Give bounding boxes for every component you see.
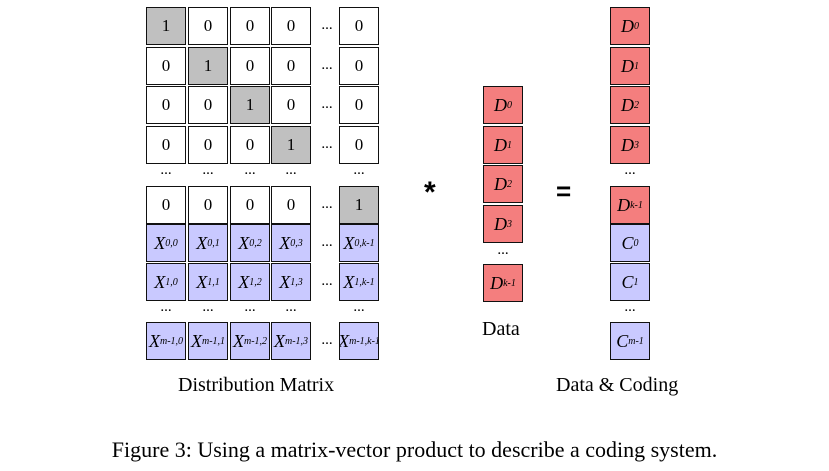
ellipsis: ... [353,299,365,315]
ellipsis: ... [624,162,636,178]
matrix-cell: 1 [146,7,186,45]
matrix-cell: 0 [146,47,186,85]
matrix-cell: 0 [146,186,186,224]
matrix-cell: 0 [188,186,228,224]
multiply-operator: * [424,176,436,209]
ellipsis: ... [321,57,333,73]
matrix-cell: 0 [339,86,379,124]
figure-caption: Figure 3: Using a matrix-vector product … [111,437,718,462]
matrix-cell: 0 [188,7,228,45]
matrix-cell: 0 [230,7,270,45]
matrix-cell: 0 [188,86,228,124]
matrix-cell: 0 [188,126,228,164]
matrix-cell: 0 [271,47,311,85]
matrix-cell: 1 [271,126,311,164]
matrix-cell: 0 [339,47,379,85]
matrix-cell: 1 [230,86,270,124]
matrix-cell: 0 [230,186,270,224]
ellipsis: ... [321,234,333,250]
ellipsis: ... [497,242,509,258]
ellipsis: ... [285,299,297,315]
matrix-cell: 0 [230,47,270,85]
ellipsis: ... [321,136,333,152]
ellipsis: ... [202,299,214,315]
matrix-cell: 0 [271,7,311,45]
matrix-cell: 0 [271,186,311,224]
ellipsis: ... [321,196,333,212]
ellipsis: ... [160,162,172,178]
data-vector-label: Data [482,318,520,340]
equals-operator: = [556,176,572,206]
matrix-cell: 0 [339,126,379,164]
matrix-cell: 0 [271,86,311,124]
matrix-cell: 1 [188,47,228,85]
matrix-cell: 0 [146,86,186,124]
ellipsis: ... [244,299,256,315]
matrix-cell: 0 [230,126,270,164]
ellipsis: ... [160,299,172,315]
ellipsis: ... [624,299,636,315]
ellipsis: ... [244,162,256,178]
ellipsis: ... [321,96,333,112]
ellipsis: ... [285,162,297,178]
ellipsis: ... [321,17,333,33]
matrix-cell: 0 [146,126,186,164]
ellipsis: ... [321,332,333,348]
ellipsis: ... [321,273,333,289]
ellipsis: ... [353,162,365,178]
ellipsis: ... [202,162,214,178]
matrix-cell: 1 [339,186,379,224]
result-vector-label: Data & Coding [556,374,679,396]
matrix-cell: 0 [339,7,379,45]
matrix-label: Distribution Matrix [178,374,335,396]
